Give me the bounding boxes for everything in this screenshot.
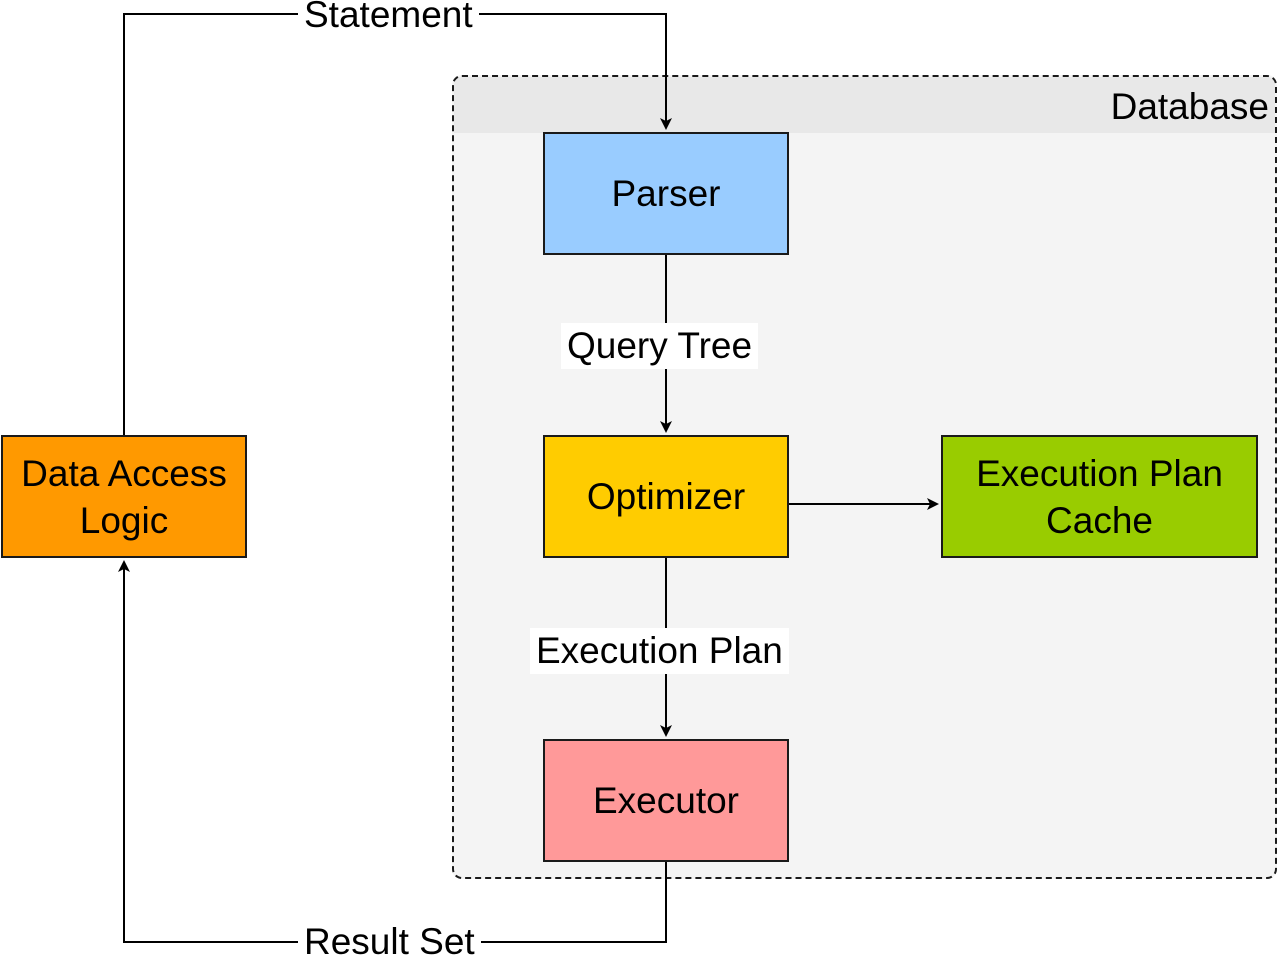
statement-label: Statement: [298, 0, 479, 38]
execution-plan-label: Execution Plan: [530, 628, 789, 674]
executor-label: Executor: [592, 780, 739, 821]
data-access-logic-label: Data Access Logic: [21, 452, 227, 541]
optimizer-label: Optimizer: [586, 476, 746, 517]
execution-plan-cache-label: Execution Plan Cache: [976, 452, 1223, 541]
execution-plan-cache-node[interactable]: Execution Plan Cache: [941, 435, 1258, 558]
parser-node[interactable]: Parser: [543, 132, 789, 255]
query-tree-label: Query Tree: [561, 323, 759, 369]
data-access-logic-node[interactable]: Data Access Logic: [1, 435, 247, 558]
database-header: [454, 77, 1275, 133]
database-label: Database: [1110, 86, 1269, 127]
optimizer-node[interactable]: Optimizer: [543, 435, 789, 558]
parser-label: Parser: [611, 173, 721, 214]
result-set-label: Result Set: [298, 919, 481, 965]
executor-node[interactable]: Executor: [543, 739, 789, 862]
